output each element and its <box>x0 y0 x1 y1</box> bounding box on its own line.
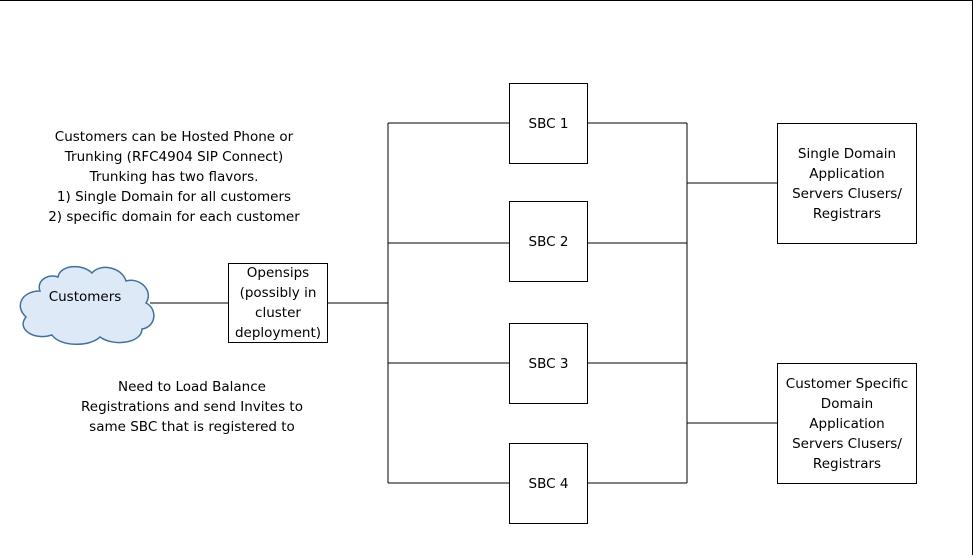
sbc2-box: SBC 2 <box>509 201 588 282</box>
load-balance-note: Need to Load Balance Registrations and s… <box>81 379 303 435</box>
sbc1-box: SBC 1 <box>509 83 588 164</box>
opensips-box: Opensips (possibly in cluster deployment… <box>228 263 328 343</box>
sbc4-box: SBC 4 <box>509 443 588 524</box>
customers-info-note: Customers can be Hosted Phone or Trunkin… <box>48 129 300 225</box>
sbc3-box: SBC 3 <box>509 323 588 404</box>
single-domain-servers-box: Single Domain Application Servers Cluser… <box>777 123 917 244</box>
customer-specific-servers-box: Customer Specific Domain Application Ser… <box>777 363 917 484</box>
customers-label: Customers <box>48 289 122 305</box>
customers-cloud-shape <box>19 265 155 345</box>
